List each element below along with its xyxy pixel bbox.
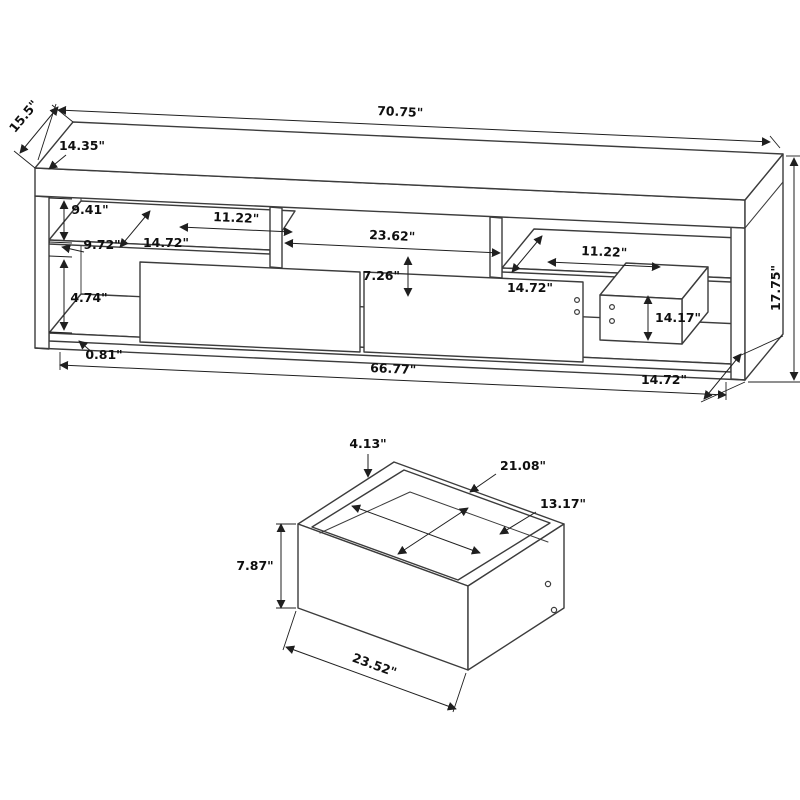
dim-drawer-interior-width: 21.08" bbox=[500, 458, 546, 473]
console-left-panel bbox=[34, 195, 50, 350]
dim-console-right-shelf-depth: 14.72" bbox=[507, 280, 553, 295]
console-diagram: 70.75" 15.5" 14.35" 9.41" 9.72" 14.72" 1… bbox=[6, 97, 800, 403]
drawer-body bbox=[297, 461, 565, 671]
cam-hole-icon bbox=[573, 297, 580, 304]
dim-console-center-height: 7.26" bbox=[363, 268, 400, 283]
cam-hole-icon bbox=[608, 304, 615, 311]
dim-console-bottom-thickness: 0.81" bbox=[85, 347, 122, 362]
console-divider-right bbox=[489, 216, 503, 279]
console-right-box bbox=[599, 262, 709, 345]
dim-console-left-lower-height: 4.74" bbox=[70, 290, 107, 305]
dim-console-top-interior-depth: 14.35" bbox=[59, 138, 105, 153]
dim-console-depth: 15.5" bbox=[6, 97, 42, 135]
dim-console-right-opening-height: 14.17" bbox=[655, 310, 701, 325]
dim-console-center-width: 23.62" bbox=[369, 227, 416, 244]
dim-drawer-interior-depth: 13.17" bbox=[540, 496, 586, 511]
console-dimensions: 70.75" 15.5" 14.35" 9.41" 9.72" 14.72" 1… bbox=[6, 97, 800, 403]
cam-hole-icon bbox=[573, 309, 580, 316]
dim-console-overall-width: 70.75" bbox=[377, 103, 424, 120]
dim-console-left-opening-height: 9.41" bbox=[71, 202, 108, 217]
console-divider-left bbox=[269, 206, 283, 269]
dim-drawer-front-height: 7.87" bbox=[236, 558, 273, 573]
drawer-right-side bbox=[467, 523, 565, 671]
drawer-diagram: 7.87" 23.52" 4.13" 21.08" 13.17" bbox=[236, 436, 586, 713]
dim-console-left-shelf-setback: 9.72" bbox=[83, 237, 120, 252]
dim-console-right-bottom-depth: 14.72" bbox=[641, 372, 687, 387]
dim-console-left-shelf-width: 11.22" bbox=[213, 209, 260, 226]
console-drawer-left bbox=[139, 261, 361, 353]
dim-drawer-front-width: 23.52" bbox=[350, 650, 398, 680]
dim-drawer-panel-offset: 4.13" bbox=[349, 436, 386, 451]
cam-hole-icon bbox=[544, 580, 552, 588]
dim-console-left-shelf-depth: 14.72" bbox=[143, 235, 189, 250]
console-body bbox=[34, 121, 784, 381]
dim-console-interior-width: 66.77" bbox=[370, 360, 417, 377]
cam-hole-icon bbox=[550, 606, 558, 614]
dim-console-right-shelf-width: 11.22" bbox=[581, 243, 628, 260]
cam-hole-icon bbox=[608, 318, 615, 325]
dim-console-overall-height: 17.75" bbox=[768, 265, 783, 311]
